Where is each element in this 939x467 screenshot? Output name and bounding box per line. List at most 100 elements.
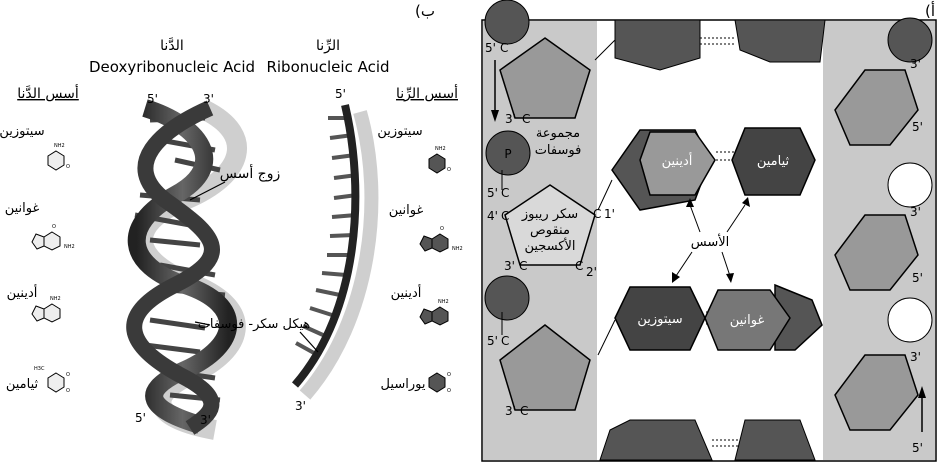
svg-text:O: O bbox=[447, 167, 451, 173]
panel-a: (أ P 5' C 3' C 5' C 4' C C 1' 3' bbox=[481, 0, 937, 462]
phosphate-mid-left bbox=[484, 275, 530, 321]
rna-3-prime: 3' bbox=[295, 399, 306, 413]
svg-text:NH2: NH2 bbox=[452, 246, 463, 252]
phosphate-right-2 bbox=[887, 297, 933, 343]
rna-backbone bbox=[291, 104, 360, 388]
sugar-bottom-right bbox=[834, 354, 919, 431]
svg-text:C: C bbox=[500, 41, 508, 55]
rna-cytosine-molecule-icon: NH2 O bbox=[428, 146, 451, 174]
svg-text:NH2: NH2 bbox=[50, 296, 61, 302]
c5-label: 5' bbox=[487, 186, 498, 200]
dna-base-cytosine: سيتوزين bbox=[0, 124, 45, 139]
helix-5-prime-bottom: 5' bbox=[135, 411, 146, 425]
rna-title-en: Ribonucleic Acid bbox=[266, 58, 389, 76]
cytosine-label: سيتوزين bbox=[637, 312, 682, 327]
rna-guanine-molecule-icon: O NH2 bbox=[419, 226, 463, 253]
c5-label-top: 5' bbox=[485, 41, 496, 55]
phosphate-right-1 bbox=[887, 162, 933, 208]
guanine-molecule-icon: O NH2 bbox=[31, 224, 75, 251]
cytosine-base bbox=[614, 286, 706, 351]
rna-base-guanine: غوانين bbox=[389, 203, 424, 218]
svg-text:O: O bbox=[52, 224, 56, 230]
guanine-label: غوانين bbox=[730, 313, 765, 328]
thymine-base bbox=[731, 127, 816, 196]
sugar-bottom-left bbox=[499, 324, 591, 411]
dna-base-guanine: غوانين bbox=[5, 201, 40, 216]
rna-uracil-molecule-icon: O O bbox=[428, 372, 451, 394]
right-c5-2: 5' bbox=[912, 271, 923, 285]
svg-text:C: C bbox=[522, 112, 530, 126]
c3-label-bottom: 3' bbox=[505, 404, 516, 418]
rna-adenine-molecule-icon: NH2 bbox=[419, 299, 449, 326]
bases-label: الأسس bbox=[691, 233, 730, 250]
svg-text:C: C bbox=[501, 186, 509, 200]
base-pair-pointer bbox=[189, 181, 226, 201]
dna-double-helix: 5' 3' 5' 3' bbox=[126, 92, 247, 440]
c3-label: 3' bbox=[504, 259, 515, 273]
phosphate-p-symbol: P bbox=[504, 147, 511, 161]
sugar-top-right bbox=[834, 69, 919, 146]
svg-text:C: C bbox=[501, 209, 509, 223]
sugar-label-line1: سكر ريبوز bbox=[521, 207, 578, 222]
svg-text:NH2: NH2 bbox=[435, 146, 446, 152]
svg-text:NH2: NH2 bbox=[64, 244, 75, 250]
helix-strand-2 bbox=[126, 100, 220, 435]
dna-bases-heading: أسس الدَّنا bbox=[17, 84, 79, 102]
backbone-label: هيكل سكر- فوسفات bbox=[198, 317, 311, 332]
c3-label-top: 3' bbox=[505, 112, 516, 126]
rna-strand: 5' 3' bbox=[291, 87, 379, 413]
top-base-left bbox=[614, 19, 701, 71]
svg-text:C: C bbox=[501, 334, 509, 348]
arrow-to-thymine-icon bbox=[742, 197, 750, 207]
phosphate-top-right bbox=[887, 17, 933, 63]
bottom-base-right bbox=[734, 419, 816, 461]
helix-3-prime-bottom: 3' bbox=[200, 413, 211, 427]
adenine-molecule-icon: NH2 bbox=[31, 296, 61, 323]
panel-a-label: (أ bbox=[925, 1, 935, 20]
cytosine-molecule-icon: NH2 O bbox=[47, 143, 70, 171]
arrow-to-adenine-icon bbox=[686, 198, 694, 207]
svg-text:O: O bbox=[447, 372, 451, 378]
adenine-label: أدينين bbox=[662, 152, 693, 169]
arrow-to-cytosine-icon bbox=[672, 272, 680, 283]
svg-text:O: O bbox=[440, 226, 444, 232]
svg-text:H3C: H3C bbox=[34, 366, 45, 372]
phosphate-group-label-line2: فوسفات bbox=[535, 143, 582, 158]
backbone-pointer-left bbox=[194, 321, 211, 326]
arrow-up-icon bbox=[918, 386, 926, 398]
helix-3-prime-top: 3' bbox=[203, 92, 214, 106]
right-c3-mid: 3' bbox=[910, 205, 921, 219]
sugar-label-line2: منقوص bbox=[530, 223, 570, 238]
c5-label-bottom: 5' bbox=[487, 334, 498, 348]
base-pair-label: زوج أسس bbox=[220, 164, 280, 182]
rna-base-cytosine: سيتوزين bbox=[377, 124, 422, 139]
sugar-mid-right bbox=[834, 214, 919, 291]
sugar-label-line3: الأكسجين bbox=[524, 237, 575, 254]
svg-text:C: C bbox=[520, 404, 528, 418]
backbone-pointer-right bbox=[299, 331, 319, 353]
phosphate-group bbox=[485, 130, 531, 176]
rna-base-adenine: أدينين bbox=[391, 284, 422, 301]
c2-label: 2' bbox=[586, 265, 597, 279]
svg-text:C: C bbox=[519, 259, 527, 273]
rna-base-uracil: يوراسيل bbox=[381, 377, 426, 392]
svg-text:O: O bbox=[66, 388, 70, 394]
svg-text:O: O bbox=[66, 164, 70, 170]
svg-text:O: O bbox=[447, 388, 451, 394]
panel-b-label: (ب bbox=[415, 2, 435, 20]
top-base-right bbox=[734, 19, 826, 63]
arrow-to-guanine-icon bbox=[726, 273, 734, 283]
thymine-molecule-icon: H3C O O bbox=[34, 366, 70, 394]
svg-text:NH2: NH2 bbox=[54, 143, 65, 149]
phosphate-group-label-line1: مجموعة bbox=[536, 126, 580, 141]
bottom-base-left bbox=[599, 419, 713, 461]
rna-bases-heading: أسس الرِّنا bbox=[396, 84, 458, 102]
c4-label: 4' bbox=[487, 209, 498, 223]
arrow-down-icon bbox=[491, 110, 499, 122]
svg-text:O: O bbox=[66, 372, 70, 378]
right-c3-top: 3' bbox=[910, 57, 921, 71]
rna-5-prime: 5' bbox=[335, 87, 346, 101]
dna-base-adenine: أدينين bbox=[7, 284, 38, 301]
